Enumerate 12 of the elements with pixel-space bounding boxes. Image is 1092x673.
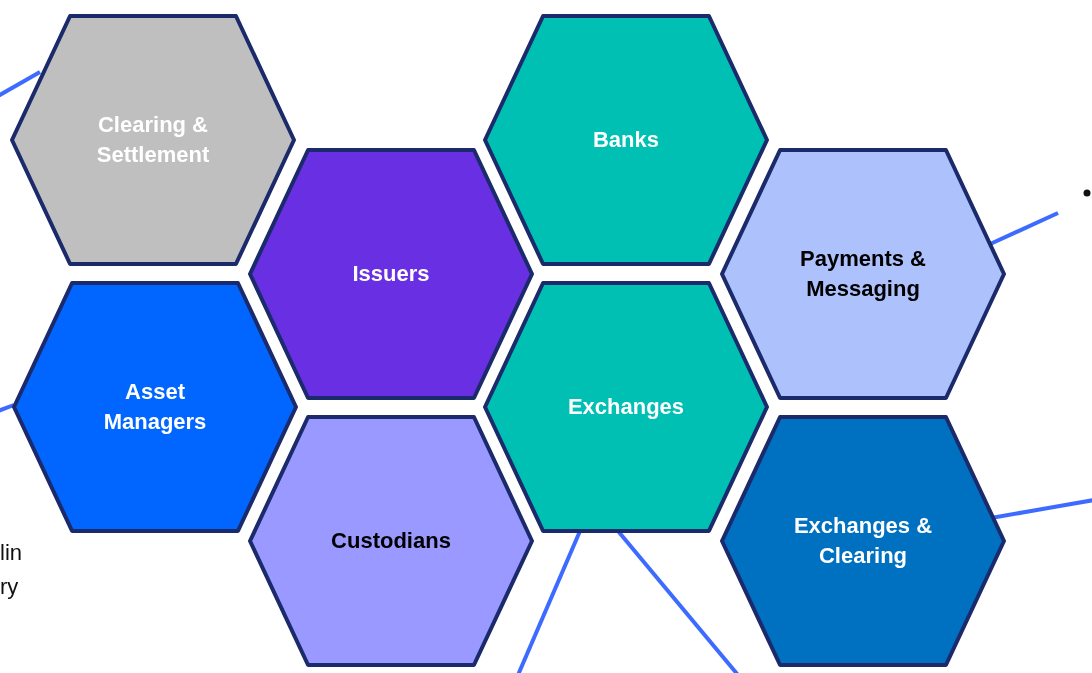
hexagon-label: Clearing & Settlement	[95, 111, 211, 169]
hexagon-label: Banks	[591, 126, 660, 154]
text-fragment: lin	[0, 540, 22, 566]
hexagon-label: Custodians	[330, 527, 452, 555]
hexagon-label: Exchanges & Clearing	[792, 512, 934, 570]
hexagon-label: Issuers	[351, 260, 431, 288]
text-fragment: ry	[0, 574, 19, 600]
hexagon-label: Exchanges	[566, 393, 686, 421]
hexagon-label: Payments & Messaging	[799, 245, 927, 303]
leader-line	[0, 70, 41, 98]
hexagon-label: Asset Managers	[102, 378, 208, 436]
leader-line	[0, 403, 15, 413]
